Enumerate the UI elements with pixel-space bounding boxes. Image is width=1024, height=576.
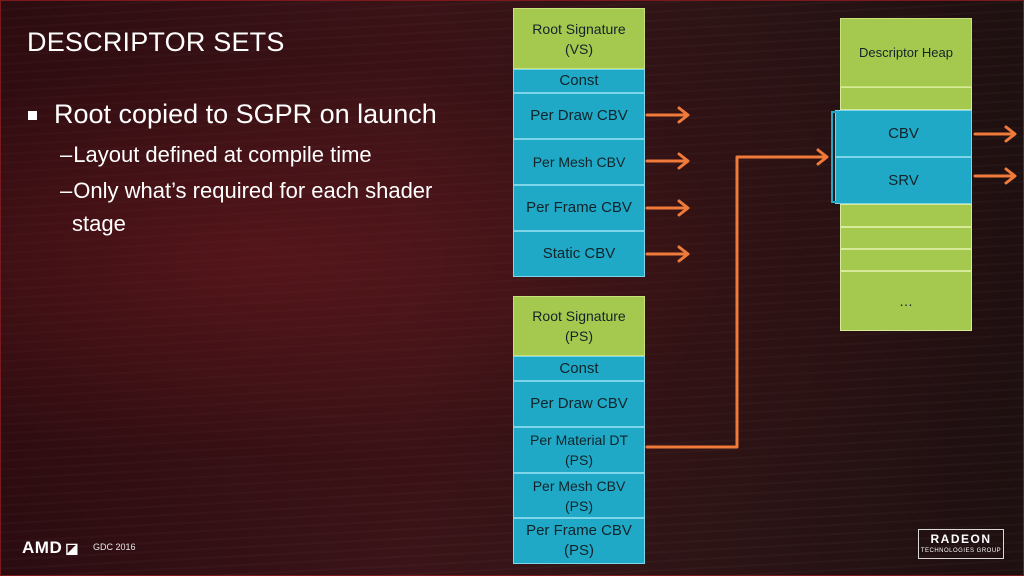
amd-logo: AMD ◪ xyxy=(22,538,79,558)
heap-slot-empty xyxy=(840,249,972,271)
sub-item-required: –Only what’s required for each shader xyxy=(60,174,432,207)
dash-mark: – xyxy=(60,142,73,167)
slide-title: DESCRIPTOR SETS xyxy=(27,27,285,57)
sub-item-continuation: stage xyxy=(72,211,126,236)
arrow-heap-cbv xyxy=(973,125,1017,143)
arrow-per-frame-cbv xyxy=(645,199,690,217)
sub-item-text: Only what’s required for each shader xyxy=(73,178,433,203)
heap-slot-empty xyxy=(840,204,972,227)
arrow-per-draw-cbv xyxy=(645,106,690,124)
vs-root-signature-header: Root Signature (VS) xyxy=(513,8,645,69)
dash-mark: – xyxy=(60,178,73,203)
arrow-static-cbv xyxy=(645,245,690,263)
ps-row-per-frame-cbv: Per Frame CBV (PS) xyxy=(513,518,645,564)
arrow-material-dt-to-heap xyxy=(645,148,829,449)
bullet-item: Root copied to SGPR on launch xyxy=(28,99,437,130)
ps-row-const: Const xyxy=(513,356,645,381)
arrow-heap-srv xyxy=(973,167,1017,185)
event-label: GDC 2016 xyxy=(93,542,136,552)
amd-logo-text: AMD xyxy=(22,538,63,557)
heap-slot-srv: SRV xyxy=(835,157,972,204)
ps-row-per-draw-cbv: Per Draw CBV xyxy=(513,381,645,427)
descriptor-heap-header: Descriptor Heap xyxy=(840,18,972,87)
sub-item-layout: –Layout defined at compile time xyxy=(60,138,372,171)
ps-row-per-material-dt: Per Material DT (PS) xyxy=(513,427,645,473)
radeon-logo-subtext: TECHNOLOGIES GROUP xyxy=(920,548,1002,554)
radeon-logo: RADEON TECHNOLOGIES GROUP xyxy=(918,529,1004,559)
ps-root-signature-header: Root Signature (PS) xyxy=(513,296,645,356)
heap-slot-ellipsis: … xyxy=(840,271,972,331)
heap-slot-cbv: CBV xyxy=(835,110,972,157)
heap-slot-empty xyxy=(840,87,972,110)
vs-row-static-cbv: Static CBV xyxy=(513,231,645,277)
amd-arrow-icon: ◪ xyxy=(65,539,79,556)
arrow-per-mesh-cbv xyxy=(645,152,690,170)
ps-row-per-mesh-cbv: Per Mesh CBV (PS) xyxy=(513,473,645,518)
vs-row-per-frame-cbv: Per Frame CBV xyxy=(513,185,645,231)
vs-row-per-mesh-cbv: Per Mesh CBV xyxy=(513,139,645,185)
vs-row-const: Const xyxy=(513,69,645,93)
bullet-text: Root copied to SGPR on launch xyxy=(54,99,437,129)
square-bullet-icon xyxy=(28,111,37,120)
radeon-logo-text: RADEON xyxy=(930,532,992,546)
sub-item-text: Layout defined at compile time xyxy=(73,142,372,167)
vs-row-per-draw-cbv: Per Draw CBV xyxy=(513,93,645,139)
heap-slot-empty xyxy=(840,227,972,249)
